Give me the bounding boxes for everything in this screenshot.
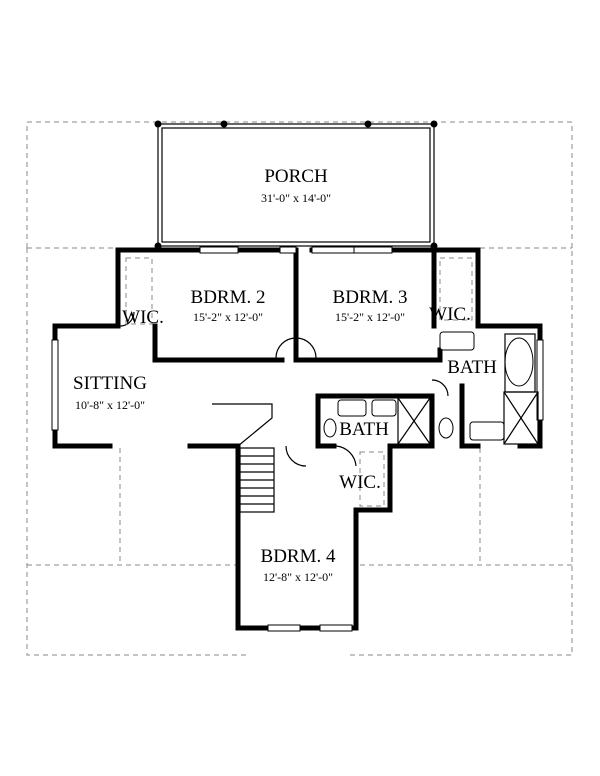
room-sitting-label: SITTING 10'-8" x 12'-0" <box>73 373 147 412</box>
bdrm3-dims: 15'-2" x 12'-0" <box>335 310 405 324</box>
wic-left-name: WIC. <box>122 307 164 328</box>
sitting-dims: 10'-8" x 12'-0" <box>75 398 145 412</box>
wic-right-name: WIC. <box>429 304 471 325</box>
bath-fixtures <box>323 331 539 445</box>
closet-outlines <box>125 257 473 507</box>
room-bdrm2-label: BDRM. 2 15'-2" x 12'-0" <box>191 287 266 324</box>
bdrm3-name: BDRM. 3 <box>333 287 408 308</box>
room-bdrm4-label: BDRM. 4 12'-8" x 12'-0" <box>261 546 336 584</box>
porch-dims: 31'-0" x 14'-0" <box>261 191 331 205</box>
porch-name: PORCH <box>264 166 328 187</box>
bath-hall-name: BATH <box>339 419 389 440</box>
sitting-name: SITTING <box>73 373 147 394</box>
bath-master-name: BATH <box>447 357 497 378</box>
bdrm2-dims: 15'-2" x 12'-0" <box>193 310 263 324</box>
room-bdrm3-label: BDRM. 3 15'-2" x 12'-0" <box>333 287 408 324</box>
wic-lower-name: WIC. <box>339 472 381 493</box>
windows <box>51 246 544 632</box>
bdrm4-name: BDRM. 4 <box>261 546 336 567</box>
room-porch-label: PORCH 31'-0" x 14'-0" <box>261 166 331 205</box>
bdrm2-name: BDRM. 2 <box>191 287 266 308</box>
bdrm4-dims: 12'-8" x 12'-0" <box>263 570 333 584</box>
stair <box>212 403 275 513</box>
door-swings <box>119 311 449 467</box>
